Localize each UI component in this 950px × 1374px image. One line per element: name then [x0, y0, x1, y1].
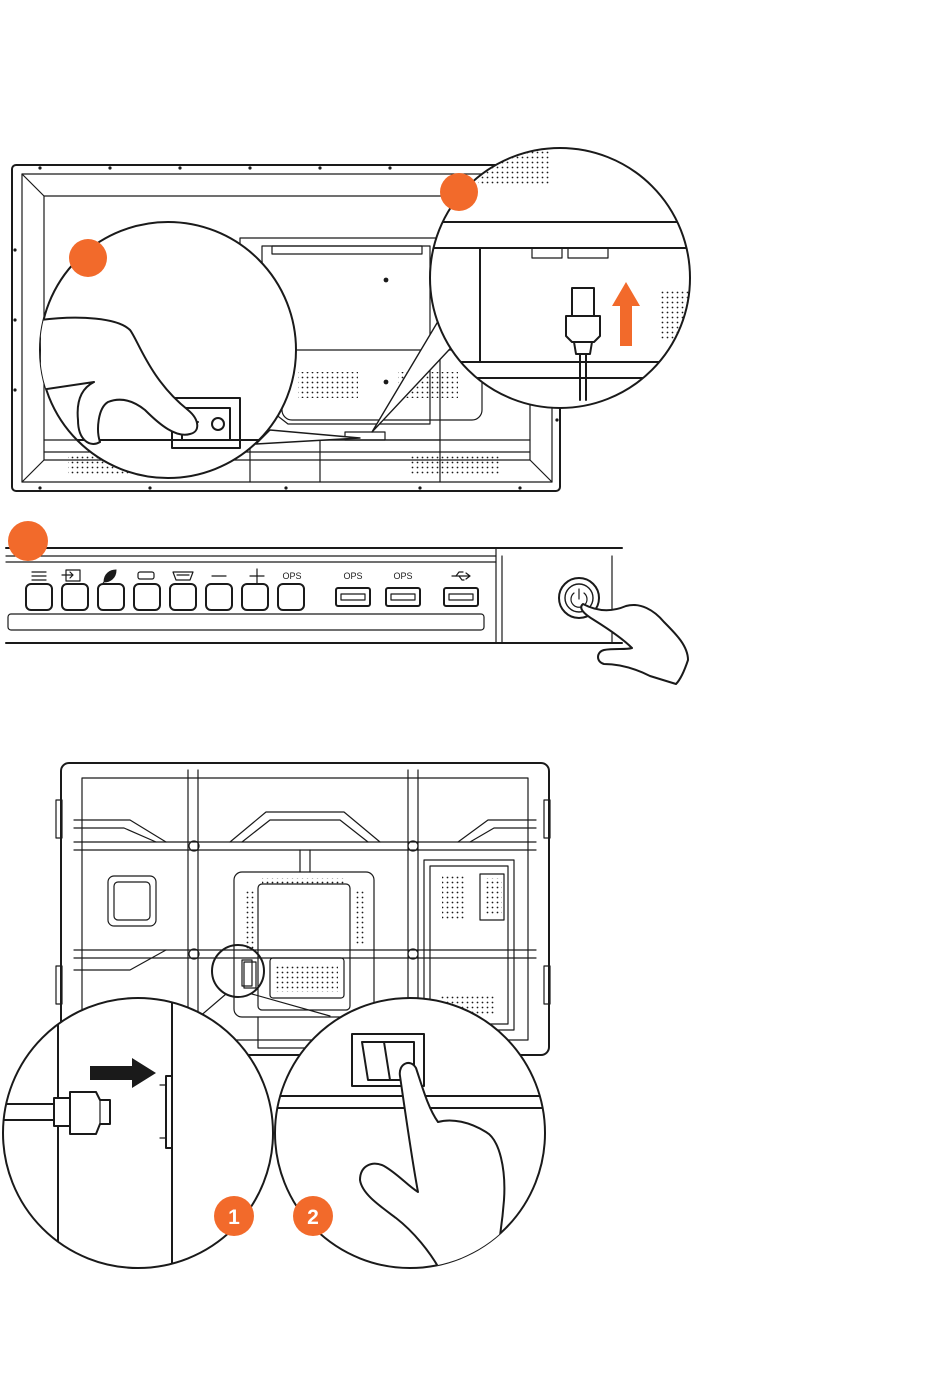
ops-label: OPS: [282, 571, 301, 581]
input-source-icon: [62, 570, 80, 581]
step2-badge: [8, 521, 48, 561]
usb-icon: [452, 572, 470, 580]
ops-button[interactable]: [278, 584, 304, 610]
volume-down-button[interactable]: [206, 584, 232, 610]
usb-port-3[interactable]: [444, 588, 478, 606]
svg-text:1: 1: [228, 1206, 240, 1229]
input-source-button[interactable]: [62, 584, 88, 610]
vga-button[interactable]: [170, 584, 196, 610]
step3-badge-2: 2: [293, 1196, 333, 1236]
step1-badge-left: [69, 239, 107, 277]
port-icons: OPS: [32, 569, 302, 583]
menu-icon: [32, 572, 46, 580]
usb-ports: OPS OPS: [336, 571, 478, 606]
step2-control-strip: OPS OPS OPS: [6, 548, 688, 684]
usb-port-2-label: OPS: [393, 571, 412, 581]
menu-button[interactable]: [26, 584, 52, 610]
eco-button[interactable]: [98, 584, 124, 610]
volume-up-button[interactable]: [242, 584, 268, 610]
step1-badge-right: [440, 173, 478, 211]
plus-icon: [250, 569, 264, 583]
usb-port-1[interactable]: [336, 588, 370, 606]
button-row: [26, 584, 304, 610]
hdmi-icon: [138, 572, 154, 579]
step3-badge-1: 1: [214, 1196, 254, 1236]
eco-leaf-icon: [103, 570, 116, 583]
svg-text:2: 2: [307, 1206, 319, 1229]
usb-port-1-label: OPS: [343, 571, 362, 581]
usb-port-2[interactable]: [386, 588, 420, 606]
mount-screws: [189, 841, 418, 959]
hdmi-button[interactable]: [134, 584, 160, 610]
vga-icon: [173, 572, 193, 580]
